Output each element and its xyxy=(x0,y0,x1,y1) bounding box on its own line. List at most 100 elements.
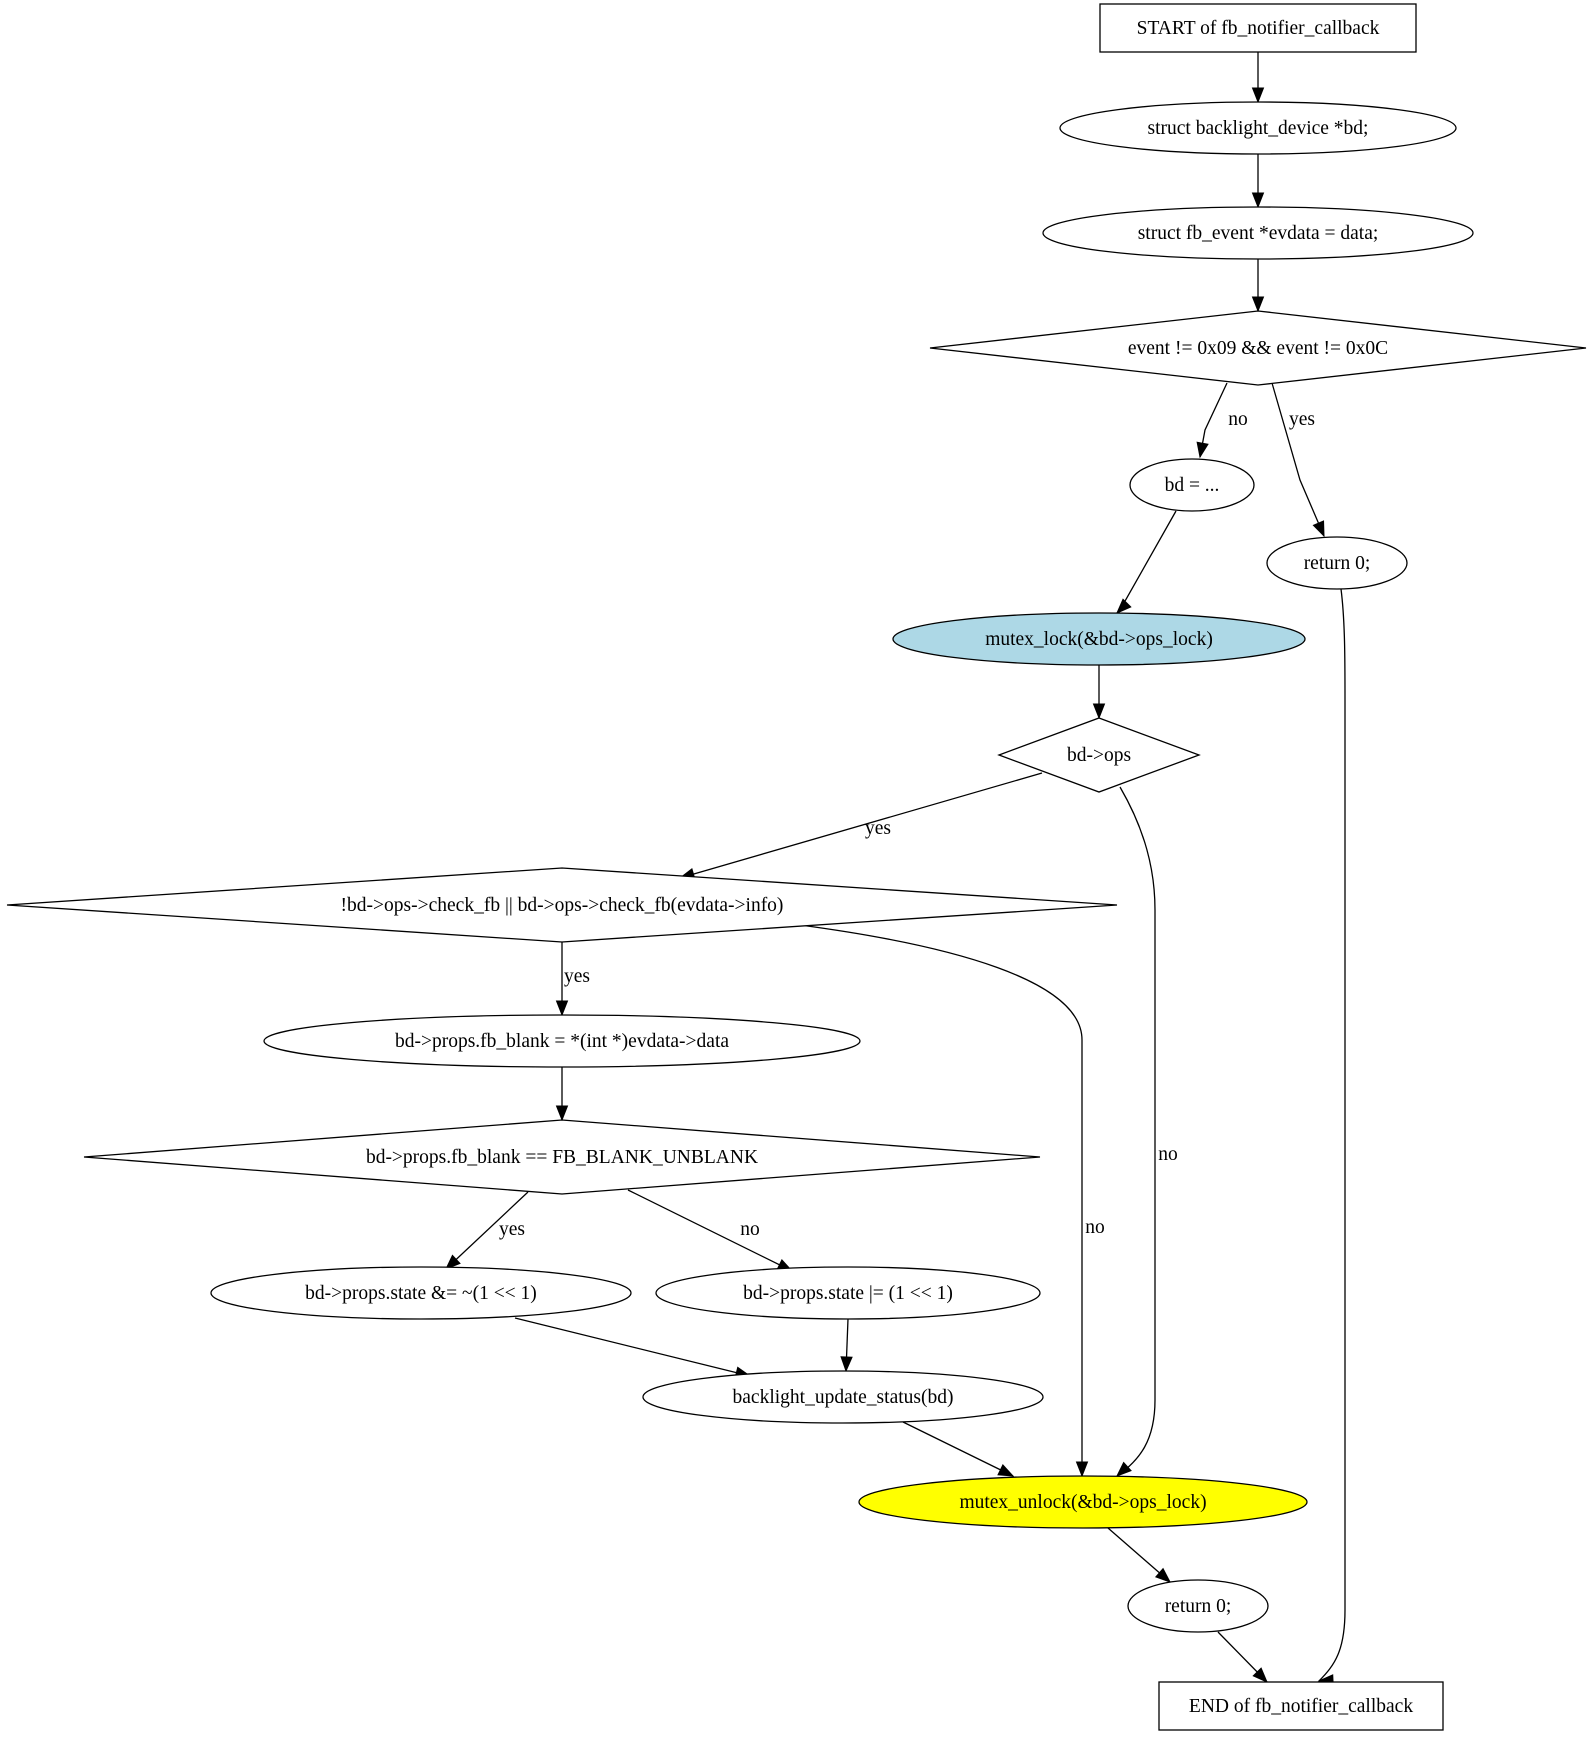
edge-label: no xyxy=(1228,409,1248,430)
edge-arrowhead xyxy=(1251,296,1265,313)
node-assign-bd-label: bd = ... xyxy=(1165,475,1220,496)
node-set-fb-blank-shape xyxy=(263,1014,861,1068)
node-decl-bd: struct backlight_device *bd; xyxy=(1059,101,1457,155)
node-set-fb-blank: bd->props.fb_blank = *(int *)evdata->dat… xyxy=(263,1014,861,1068)
node-cond-check-fb: !bd->ops->check_fb || bd->ops->check_fb(… xyxy=(6,867,1118,943)
edge-mutex-lock-to-cond-ops xyxy=(1092,665,1106,720)
node-cond-ops: bd->ops xyxy=(997,717,1201,793)
edge-label: yes xyxy=(1289,409,1315,430)
edge-arrowhead xyxy=(1116,598,1132,614)
edge-line xyxy=(627,1189,793,1272)
node-cond-unblank-shape xyxy=(83,1119,1041,1195)
node-state-set: bd->props.state |= (1 << 1) xyxy=(655,1266,1041,1320)
edge-cond-ops-to-cond-check-fb: yes xyxy=(678,772,1043,880)
node-mutex-unlock: mutex_unlock(&bd->ops_lock) xyxy=(858,1475,1308,1529)
node-mutex-lock-label: mutex_lock(&bd->ops_lock) xyxy=(985,629,1213,650)
edge-cond-unblank-to-state-clear: yes xyxy=(445,1191,529,1270)
node-cond-event-label: event != 0x09 && event != 0x0C xyxy=(1128,338,1388,359)
edge-arrowhead xyxy=(1196,441,1209,459)
edge-line xyxy=(1318,588,1346,1682)
node-end-label: END of fb_notifier_callback xyxy=(1189,1696,1413,1717)
edge-label: no xyxy=(1158,1144,1178,1165)
edge-label: no xyxy=(1085,1217,1105,1238)
edge-arrowhead xyxy=(1075,1461,1089,1478)
node-return-early-shape xyxy=(1266,536,1408,590)
edge-set-fb-blank-to-cond-unblank xyxy=(555,1067,569,1122)
node-update-status-shape xyxy=(642,1370,1044,1424)
node-decl-bd-shape xyxy=(1059,101,1457,155)
node-state-set-shape xyxy=(655,1266,1041,1320)
node-state-set-label: bd->props.state |= (1 << 1) xyxy=(743,1283,953,1304)
edge-arrowhead xyxy=(555,1105,569,1122)
edge-cond-ops-to-mutex-unlock: no xyxy=(1115,786,1178,1477)
edge-update-status-to-mutex-unlock xyxy=(902,1421,1015,1477)
node-start-label: START of fb_notifier_callback xyxy=(1137,18,1380,39)
edge-line xyxy=(799,924,1083,1476)
node-state-clear: bd->props.state &= ~(1 << 1) xyxy=(210,1266,632,1320)
edge-label: no xyxy=(740,1219,760,1240)
edge-return-final-to-end xyxy=(1217,1631,1268,1683)
node-cond-ops-label: bd->ops xyxy=(1067,745,1131,766)
edge-arrowhead xyxy=(840,1356,853,1373)
edge-arrowhead xyxy=(1154,1567,1172,1583)
node-set-fb-blank-label: bd->props.fb_blank = *(int *)evdata->dat… xyxy=(395,1031,729,1052)
node-decl-bd-label: struct backlight_device *bd; xyxy=(1148,118,1369,139)
node-cond-event: event != 0x09 && event != 0x0C xyxy=(929,310,1587,386)
node-mutex-lock-shape xyxy=(892,612,1306,666)
node-mutex-unlock-shape xyxy=(858,1475,1308,1529)
node-end: END of fb_notifier_callback xyxy=(1158,1681,1444,1731)
node-decl-evdata-label: struct fb_event *evdata = data; xyxy=(1138,223,1379,244)
node-start: START of fb_notifier_callback xyxy=(1099,3,1417,53)
edge-return-early-to-end xyxy=(1317,588,1346,1687)
node-update-status: backlight_update_status(bd) xyxy=(642,1370,1044,1424)
edge-arrowhead xyxy=(445,1254,461,1270)
edge-mutex-unlock-to-return-final xyxy=(1107,1527,1172,1583)
edge-decl-bd-to-decl-evdata xyxy=(1251,154,1265,209)
edge-line xyxy=(514,1317,751,1377)
node-cond-event-shape xyxy=(929,310,1587,386)
edge-label: yes xyxy=(865,818,891,839)
node-state-clear-shape xyxy=(210,1266,632,1320)
node-return-final: return 0; xyxy=(1127,1579,1269,1633)
node-mutex-unlock-label: mutex_unlock(&bd->ops_lock) xyxy=(959,1492,1206,1513)
edge-cond-event-to-assign-bd: no xyxy=(1196,382,1248,459)
edge-arrowhead xyxy=(1251,87,1265,104)
node-end-shape xyxy=(1158,1681,1444,1731)
node-return-final-shape xyxy=(1127,1579,1269,1633)
edge-arrowhead xyxy=(1115,1461,1132,1477)
node-return-final-label: return 0; xyxy=(1165,1596,1232,1617)
edge-arrowhead xyxy=(555,1000,569,1017)
edge-cond-unblank-to-state-set: no xyxy=(627,1189,794,1272)
edge-arrowhead xyxy=(1092,703,1106,720)
edge-line xyxy=(1116,786,1156,1477)
edge-arrowhead xyxy=(1252,1667,1268,1683)
edge-line xyxy=(679,772,1043,879)
node-assign-bd: bd = ... xyxy=(1129,458,1255,512)
edge-assign-bd-to-mutex-lock xyxy=(1116,510,1177,614)
edge-arrowhead xyxy=(997,1464,1015,1477)
node-start-shape xyxy=(1099,3,1417,53)
node-decl-evdata: struct fb_event *evdata = data; xyxy=(1042,206,1474,260)
node-mutex-lock: mutex_lock(&bd->ops_lock) xyxy=(892,612,1306,666)
edge-decl-evdata-to-cond-event xyxy=(1251,259,1265,313)
edge-arrowhead xyxy=(1251,192,1265,209)
node-cond-check-fb-label: !bd->ops->check_fb || bd->ops->check_fb(… xyxy=(341,895,784,916)
edge-line xyxy=(1116,510,1177,614)
node-return-early-label: return 0; xyxy=(1304,553,1371,574)
edge-cond-check-fb-to-set-fb-blank: yes xyxy=(555,942,590,1017)
node-decl-evdata-shape xyxy=(1042,206,1474,260)
edge-label: yes xyxy=(499,1219,525,1240)
node-cond-unblank-label: bd->props.fb_blank == FB_BLANK_UNBLANK xyxy=(366,1147,758,1168)
edge-arrowhead xyxy=(1312,520,1325,538)
node-state-clear-label: bd->props.state &= ~(1 << 1) xyxy=(305,1283,537,1304)
edge-start-to-decl-bd xyxy=(1251,52,1265,104)
node-cond-unblank: bd->props.fb_blank == FB_BLANK_UNBLANK xyxy=(83,1119,1041,1195)
node-cond-ops-shape xyxy=(997,717,1201,793)
node-assign-bd-shape xyxy=(1129,458,1255,512)
edges-layer: no yes yes no yes no yes no xyxy=(445,52,1346,1687)
edge-line xyxy=(1271,382,1325,537)
edge-state-clear-to-update-status xyxy=(514,1317,752,1379)
node-update-status-label: backlight_update_status(bd) xyxy=(733,1387,954,1408)
node-return-early: return 0; xyxy=(1266,536,1408,590)
